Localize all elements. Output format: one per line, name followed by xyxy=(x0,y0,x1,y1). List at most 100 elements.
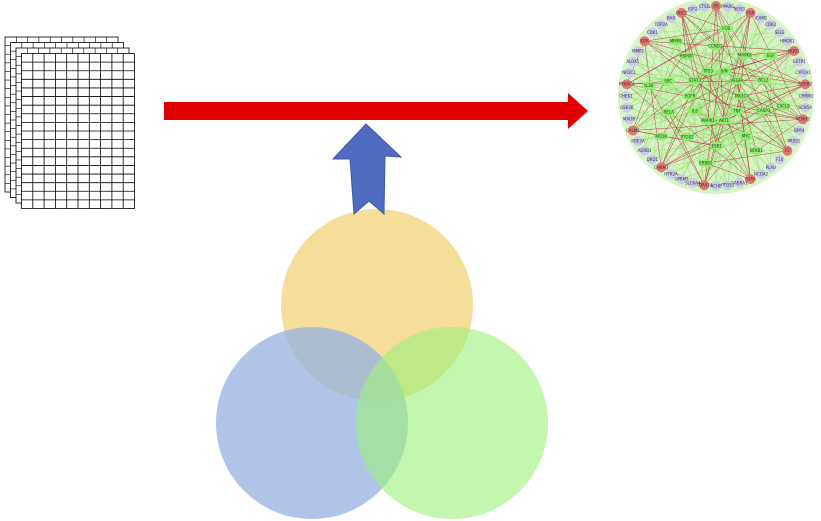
network-node-label: SCN5A xyxy=(798,105,812,110)
network-node: ADRA1A xyxy=(696,180,713,191)
network-edge xyxy=(625,95,757,151)
network-node-label: NQO1 xyxy=(788,48,800,53)
network-edge xyxy=(736,80,788,151)
network-edge xyxy=(648,6,705,86)
network-edge xyxy=(644,41,662,168)
network-edge xyxy=(716,145,728,186)
network-node-label: ODC1 xyxy=(676,10,688,15)
network-edge xyxy=(628,119,706,164)
network-edge xyxy=(707,5,717,121)
network-edge xyxy=(644,145,717,151)
network-edge xyxy=(626,84,696,112)
network-edge xyxy=(741,95,806,108)
network-edge xyxy=(770,55,804,73)
network-edge xyxy=(681,12,804,120)
network-edge xyxy=(637,111,696,142)
network-edge xyxy=(736,12,751,81)
network-node: ODC1 xyxy=(676,7,688,18)
network-edge xyxy=(687,136,740,184)
network-node-label: ICAM1 xyxy=(755,15,768,20)
network-edge xyxy=(681,12,725,121)
network-node-label: MTOR xyxy=(655,134,667,139)
network-edge xyxy=(741,84,806,97)
network-edge xyxy=(661,81,669,168)
network-node: CALM1 xyxy=(626,125,640,136)
network-edge xyxy=(744,54,806,85)
network-node: SCN5A xyxy=(798,102,812,113)
network-node: ESR1 xyxy=(709,141,724,150)
flow-arrow-right xyxy=(164,93,588,129)
network-node: ADRB1 xyxy=(638,145,652,156)
network-node: RELA xyxy=(661,108,676,117)
network-node-label: PRKACA xyxy=(619,82,635,87)
network-node: HMOX1 xyxy=(780,36,795,47)
network-edge xyxy=(745,18,762,137)
network-node: CTSD xyxy=(699,1,710,12)
network-edge xyxy=(661,145,717,168)
network-edge xyxy=(668,5,717,82)
network-node: DPP4 xyxy=(794,125,805,136)
network-edge xyxy=(644,41,676,151)
network-edge xyxy=(704,135,747,186)
network-edge xyxy=(705,150,788,164)
network-node-label: KDR xyxy=(640,39,649,44)
network-edge xyxy=(626,28,727,85)
up-arrow xyxy=(331,123,403,216)
network-node: SLC6A4 xyxy=(685,177,701,188)
network-node-label: NOS3 xyxy=(734,6,746,11)
network-edge xyxy=(668,81,693,183)
network-node-label: ADRB1 xyxy=(638,148,652,153)
network-edge xyxy=(661,55,771,168)
network-node-label: IL1B xyxy=(644,83,653,88)
network-edge xyxy=(626,107,757,151)
network-node-label: EGFR xyxy=(685,93,696,98)
network-node: CHRM1 xyxy=(799,91,814,101)
network-node-label: CXCL8 xyxy=(777,104,790,109)
network-edge xyxy=(661,24,771,137)
network-node-label: CHRM3 xyxy=(654,165,669,170)
network-edge xyxy=(661,105,784,168)
network-node-label: AKT1 xyxy=(719,118,729,123)
network-node: KCNH2 xyxy=(796,114,810,125)
network-edge xyxy=(644,41,649,86)
network-node-label: SLC6A4 xyxy=(685,180,701,185)
network-edge xyxy=(694,80,751,180)
network-edge xyxy=(661,24,691,97)
network-node-label: STAT3 xyxy=(689,78,702,83)
network-edge xyxy=(681,136,688,180)
network-node: CDK1 xyxy=(647,27,658,38)
network-node-label: GSTP1 xyxy=(793,59,806,64)
network-edge xyxy=(668,111,751,180)
network-edge xyxy=(628,54,745,120)
network-node-label: RXRA xyxy=(745,177,756,182)
network-edge xyxy=(681,150,757,180)
network-node: JUN xyxy=(717,67,732,76)
network-edge xyxy=(707,71,762,175)
network-node: CDK2 xyxy=(765,19,777,30)
network-edge xyxy=(745,50,795,137)
network-edge xyxy=(681,12,709,121)
network-node-label: F10 xyxy=(776,157,784,162)
network-edge xyxy=(661,71,709,168)
network-edge xyxy=(737,72,803,81)
network-node-label: TP53 xyxy=(702,69,713,74)
network-node-label: CHRM1 xyxy=(799,93,814,98)
network-node: EGFR xyxy=(683,92,697,100)
network-edge xyxy=(626,55,687,108)
network-node-label: SELE xyxy=(775,30,785,35)
network-edge xyxy=(741,95,804,120)
network-node-label: IL6 xyxy=(692,109,698,114)
network-edge xyxy=(626,107,746,137)
network-node-label: CHEK1 xyxy=(619,93,633,98)
network-node: NOS3 xyxy=(734,4,746,15)
network-node: PRSS1 xyxy=(788,136,801,146)
venn-circle-left xyxy=(216,327,408,519)
network-edge xyxy=(750,12,804,120)
network-edge xyxy=(737,111,803,120)
network-edge xyxy=(675,41,807,97)
network-node: DRD1 xyxy=(647,154,659,165)
network-edge xyxy=(704,12,751,186)
network-node-label: ESR1 xyxy=(712,143,723,148)
network-node: MAOB xyxy=(623,114,635,125)
